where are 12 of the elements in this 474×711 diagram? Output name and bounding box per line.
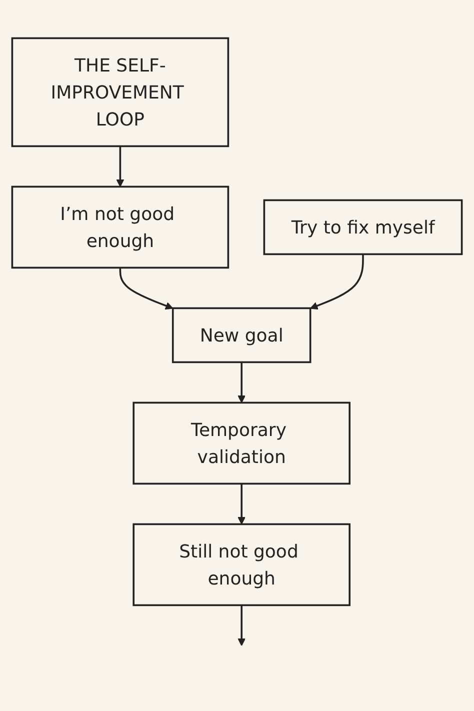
arrow [238,605,246,646]
arrow [119,268,174,310]
arrow [116,146,124,188]
node-box: New goal [172,307,312,364]
node-box: I’m not good enough [11,186,230,269]
arrow [238,362,246,404]
node-box: Try to fix myself [263,199,463,256]
arrow [310,254,364,310]
node-box: Temporary validation [132,402,350,485]
node-box: THE SELF-IMPROVEMENT LOOP [11,37,230,148]
node-box: Still not good enough [132,523,350,606]
arrow [238,484,246,525]
